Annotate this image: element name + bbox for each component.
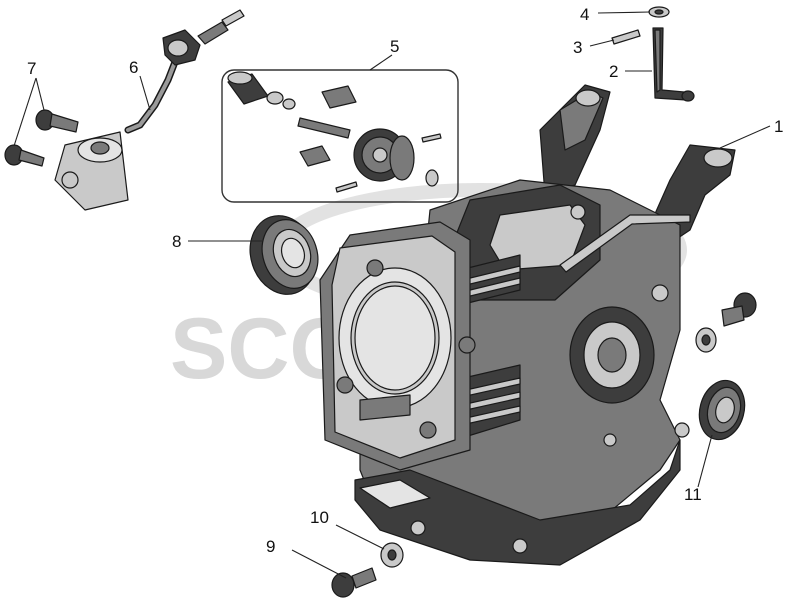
- leader-lines: [13, 11, 771, 579]
- bearing: [249, 215, 319, 295]
- bolt-lower: [4, 144, 45, 167]
- governor-assembly: [221, 69, 459, 203]
- bolt-upper: [35, 109, 79, 133]
- callout-11: 11: [684, 485, 702, 504]
- callout-10: 10: [310, 508, 329, 527]
- callout-7: 7: [27, 59, 36, 78]
- mounting-bolts: [4, 109, 129, 211]
- bolt-bottom: [331, 567, 377, 598]
- crankcase: [319, 84, 736, 566]
- shaft-washer: [648, 6, 670, 18]
- callout-labels: 1 2 3 4 5 6 7 8 9 10 11: [27, 5, 783, 556]
- callout-6: 6: [129, 58, 138, 77]
- callout-1: 1: [774, 117, 783, 136]
- callout-5: 5: [390, 37, 399, 56]
- callout-9: 9: [266, 537, 275, 556]
- callout-4: 4: [580, 5, 589, 24]
- callout-2: 2: [609, 62, 618, 81]
- side-bolt: [695, 292, 757, 353]
- washer-bottom: [380, 542, 404, 568]
- oil-pipe: [124, 9, 245, 134]
- oil-seal: [698, 379, 746, 441]
- governor-clip: [611, 29, 641, 45]
- callout-3: 3: [573, 38, 582, 57]
- callout-8: 8: [172, 232, 181, 251]
- governor-arm-shaft: [652, 27, 695, 102]
